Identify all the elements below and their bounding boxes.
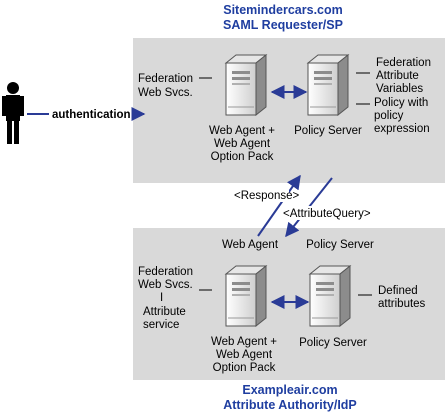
authentication-label: authentication xyxy=(52,109,131,121)
idp-policy-server-top-label: Policy Server xyxy=(306,239,374,251)
person-icon xyxy=(2,82,24,144)
sp-web-agent-label-1: Web Agent + xyxy=(209,125,275,137)
sp-annotation-1-line-2: Attribute xyxy=(376,70,419,82)
idp-annotation-line-1: Defined xyxy=(378,285,418,297)
sp-web-agent-server-icon xyxy=(225,54,267,116)
sp-web-agent-label-3: Option Pack xyxy=(211,151,274,163)
sp-annotation-2-line-1: Policy with xyxy=(374,97,428,109)
sp-policy-server-icon xyxy=(307,54,349,116)
response-arrow xyxy=(257,174,301,237)
idp-web-agent-server-icon xyxy=(225,265,267,327)
sp-zone xyxy=(133,38,445,183)
sp-annotation-1-line-3: Variables xyxy=(376,83,423,95)
sp-annotation-1-line-1: Federation xyxy=(376,57,431,69)
idp-title-line1: Exampleair.com xyxy=(242,383,337,397)
idp-web-agent-label-1: Web Agent + xyxy=(211,336,277,348)
sp-title-line2: SAML Requester/SP xyxy=(223,18,343,32)
sp-title-line1: Sitemindercars.com xyxy=(223,3,343,17)
idp-policy-server-icon xyxy=(309,265,351,327)
idp-federation-label-1: Federation xyxy=(138,266,193,278)
sp-annotation-2-line-2: policy xyxy=(374,110,404,122)
idp-title-line2: Attribute Authority/IdP xyxy=(223,398,357,412)
idp-web-agent-label-3: Option Pack xyxy=(213,362,276,374)
sp-federation-label-2: Web Svcs. xyxy=(138,87,193,99)
idp-policy-server-label: Policy Server xyxy=(299,337,367,349)
sp-annotation-2-line-3: expression xyxy=(374,123,430,135)
idp-federation-label-4: Attribute xyxy=(143,306,186,318)
sp-policy-server-label: Policy Server xyxy=(294,125,362,137)
idp-federation-label-5: service xyxy=(143,319,179,331)
sp-web-agent-label-2: Web Agent xyxy=(214,138,271,150)
idp-federation-label-2: Web Svcs. xyxy=(138,279,193,291)
idp-web-agent-label-2: Web Agent xyxy=(216,349,273,361)
sp-federation-label-1: Federation xyxy=(138,73,193,85)
attribute-query-label: <AttributeQuery> xyxy=(283,208,371,220)
idp-federation-label-3: I xyxy=(160,292,163,304)
idp-annotation-line-2: attributes xyxy=(378,298,426,310)
response-label: <Response> xyxy=(234,190,299,202)
idp-web-agent-top-label: Web Agent xyxy=(222,239,279,251)
